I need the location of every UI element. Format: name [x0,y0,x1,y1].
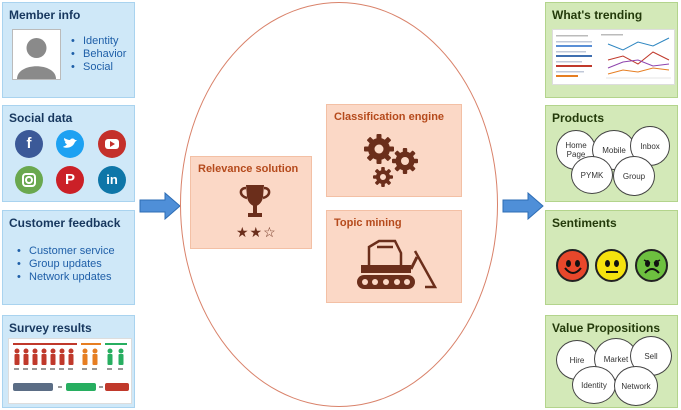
customer-feedback-title: Customer feedback [9,216,121,230]
customer-feedback-item: Network updates [13,271,115,284]
relevance-solution-box: Relevance solution ★★☆ [190,156,312,249]
facebook-icon: f [15,130,43,158]
whats-trending-panel: What's trending [545,2,678,98]
topic-mining-box: Topic mining [326,210,462,303]
trending-dashboard-thumbnail [552,29,675,85]
sentiments-panel: Sentiments [545,210,678,305]
value-propositions-title: Value Propositions [552,321,661,335]
gears-icon [364,134,418,187]
value-bubble: Identity [572,366,616,404]
instagram-icon [15,166,43,194]
processing-circle [180,2,498,407]
classification-engine-box: Classification engine [326,104,462,197]
products-panel: Products Home Page Mobile Inbox PYMK Gro… [545,105,678,202]
member-info-title: Member info [9,8,81,22]
member-avatar-icon [12,29,61,80]
value-propositions-panel: Value Propositions Hire Market Sell Iden… [545,315,678,408]
rating-stars-icon: ★★☆ [236,224,277,240]
sad-face-icon [635,249,668,282]
product-bubble: Group [613,156,655,196]
whats-trending-title: What's trending [552,8,643,22]
linkedin-icon: in [98,166,126,194]
member-info-item: Identity [67,35,126,48]
happy-face-icon [556,249,589,282]
relevance-solution-title: Relevance solution [198,163,299,175]
value-bubble: Network [614,366,658,406]
member-info-item: Social [67,61,126,74]
bulldozer-icon [357,239,438,289]
survey-results-title: Survey results [9,321,92,335]
twitter-icon [56,130,84,158]
nps-survey-thumbnail [8,338,132,404]
topic-mining-title: Topic mining [334,217,402,229]
pinterest-icon: P [56,166,84,194]
input-arrow-icon [139,192,181,220]
survey-results-panel: Survey results [2,315,135,408]
customer-feedback-list: Customer service Group updates Network u… [13,245,115,284]
youtube-icon [98,130,126,158]
customer-feedback-panel: Customer feedback Customer service Group… [2,210,135,305]
customer-feedback-item: Customer service [13,245,115,258]
output-arrow-icon [502,192,544,220]
social-data-title: Social data [9,111,73,125]
social-data-panel: Social data f P in [2,105,135,202]
member-info-list: Identity Behavior Social [67,35,126,74]
neutral-face-icon [595,249,628,282]
trophy-icon [239,185,271,217]
member-info-panel: Member info Identity Behavior Social [2,2,135,98]
product-bubble: PYMK [571,156,613,194]
member-info-item: Behavior [67,48,126,61]
customer-feedback-item: Group updates [13,258,115,271]
classification-engine-title: Classification engine [334,111,445,123]
sentiments-title: Sentiments [552,216,617,230]
products-title: Products [552,111,605,125]
